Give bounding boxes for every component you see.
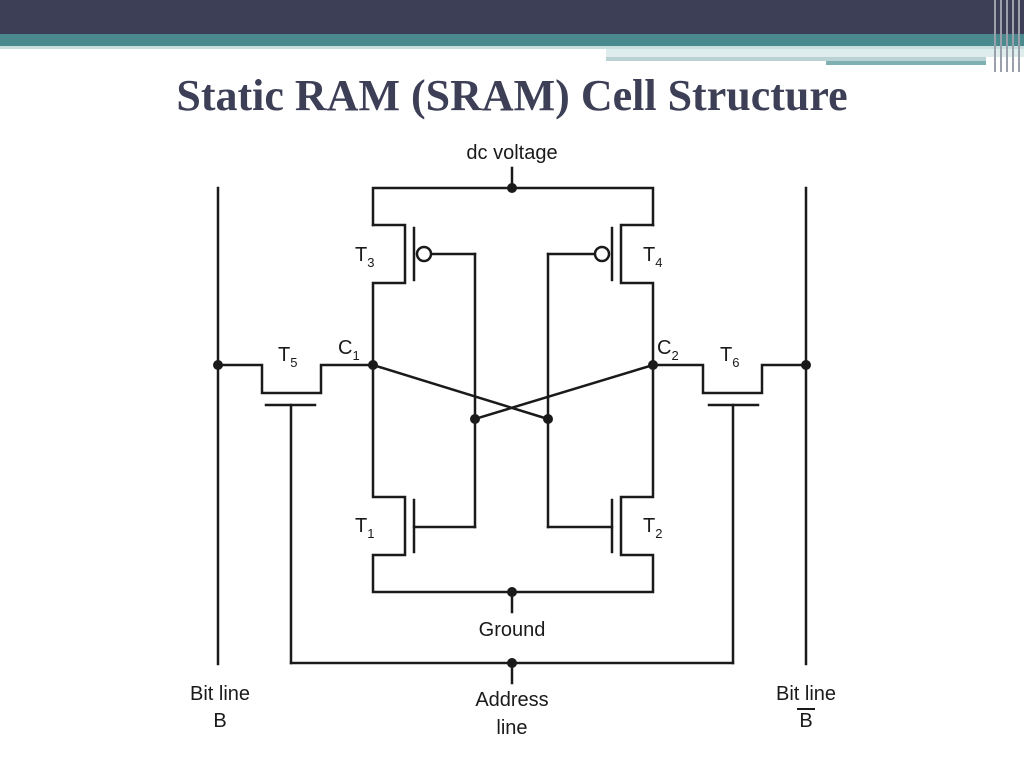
t1-label: T1: [355, 515, 374, 541]
junction-dots: [213, 183, 811, 668]
c2-label: C2: [657, 337, 679, 363]
bit-line-right-label-1: Bit line: [776, 683, 836, 705]
dc-voltage-label: dc voltage: [466, 142, 557, 164]
address-line-label-2: line: [496, 717, 527, 739]
ground-label: Ground: [479, 619, 546, 641]
c1-label: C1: [338, 337, 360, 363]
t4-gate-bubble: [593, 245, 611, 263]
slide-title: Static RAM (SRAM) Cell Structure: [176, 71, 848, 120]
header-bar: [0, 0, 1024, 34]
header-vertical-lines: [990, 0, 1024, 72]
address-line-label-1: Address: [475, 689, 548, 711]
t2-label: T2: [643, 515, 662, 541]
t3-label: T3: [355, 244, 374, 270]
circuit-wires: [216, 166, 808, 685]
bit-line-left-label-2: B: [213, 710, 226, 732]
header-accent-3: [826, 61, 986, 65]
header-stripe-light: [0, 46, 1024, 49]
bit-line-right-label-2: B: [799, 710, 812, 732]
t5-label: T5: [278, 344, 297, 370]
header-stripe: [0, 34, 1024, 46]
t6-label: T6: [720, 344, 739, 370]
header-accent-2: [606, 57, 986, 61]
t3-gate-bubble: [415, 245, 433, 263]
header-accent-1: [606, 49, 1024, 57]
t4-label: T4: [643, 244, 662, 270]
bit-line-left-label-1: Bit line: [190, 683, 250, 705]
